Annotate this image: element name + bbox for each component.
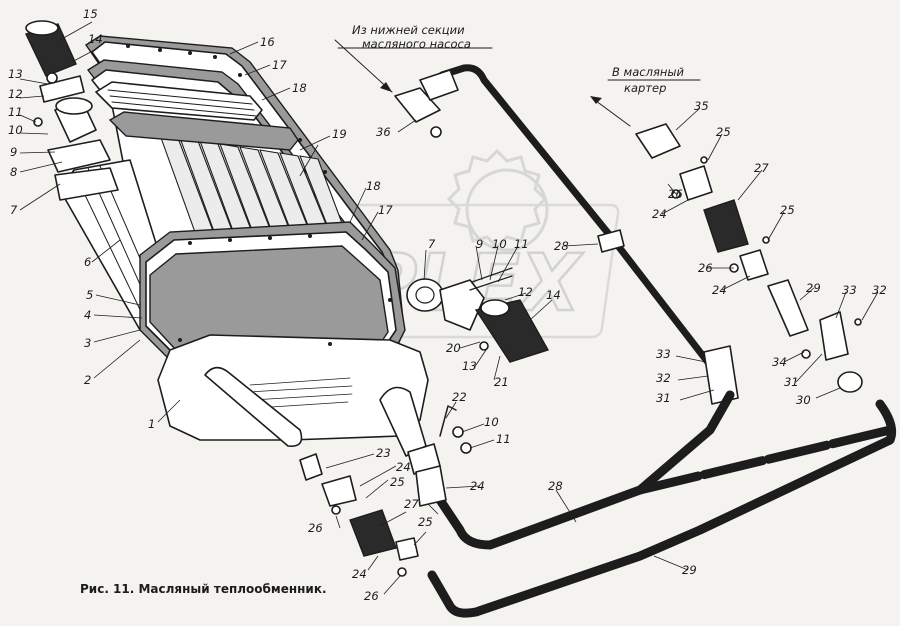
part-labels: 15 14 13 12 11 10 9 8 7 6 5 4 3 2 1 16 1… <box>8 7 887 603</box>
part-label: 24 <box>652 207 667 221</box>
part-label: 11 <box>8 105 23 119</box>
part-label: 11 <box>514 237 529 251</box>
part-label: 34 <box>772 355 787 369</box>
part-label: 29 <box>682 563 697 577</box>
part-label: 25 <box>418 515 433 529</box>
oil-supply-line <box>394 64 739 405</box>
part-label: 24 <box>712 283 727 297</box>
part-label: 14 <box>546 288 561 302</box>
part-label: 25 <box>390 475 405 489</box>
flow-arrows <box>334 39 701 127</box>
part-label: 26 <box>668 187 683 201</box>
part-label: 28 <box>554 239 569 253</box>
part-label: 12 <box>8 87 23 101</box>
part-label: 17 <box>378 203 393 217</box>
part-label: 16 <box>260 35 275 49</box>
part-label: 6 <box>84 255 91 269</box>
part-label: 27 <box>404 497 419 511</box>
part-label: 3 <box>84 336 91 350</box>
part-label: 24 <box>396 460 411 474</box>
return-line-fittings <box>635 123 863 393</box>
part-label: 31 <box>784 375 799 389</box>
part-label: 17 <box>272 58 287 72</box>
part-label: 13 <box>8 67 23 81</box>
part-label: 19 <box>332 127 347 141</box>
annotation-to-crankcase-line1: В масляный <box>612 65 684 79</box>
part-label: 27 <box>754 161 769 175</box>
part-label: 9 <box>10 145 17 159</box>
part-label: 4 <box>84 308 91 322</box>
part-label: 36 <box>376 125 391 139</box>
part-label: 26 <box>698 261 713 275</box>
part-label: 32 <box>656 371 671 385</box>
annotation-from-pump-line1: Из нижней секции <box>352 23 465 37</box>
part-label: 24 <box>352 567 367 581</box>
figure-caption: Рис. 11. Масляный теплообменник. <box>80 582 327 596</box>
lower-oil-lines <box>427 390 897 618</box>
part-label: 18 <box>366 179 381 193</box>
part-label: 21 <box>494 375 509 389</box>
annotation-from-pump-line2: масляного насоса <box>362 37 471 51</box>
part-label: 31 <box>656 391 671 405</box>
part-label: 11 <box>496 432 511 446</box>
part-label: 20 <box>446 341 461 355</box>
lower-fittings <box>299 386 472 577</box>
part-label: 9 <box>476 237 483 251</box>
part-label: 7 <box>10 203 18 217</box>
part-label: 2 <box>84 373 91 387</box>
part-label: 10 <box>8 123 23 137</box>
part-label: 7 <box>428 237 436 251</box>
part-label: 1 <box>148 417 155 431</box>
part-label: 28 <box>548 479 563 493</box>
part-label: 8 <box>10 165 17 179</box>
part-label: 26 <box>364 589 379 603</box>
part-label: 10 <box>492 237 507 251</box>
part-label: 30 <box>796 393 811 407</box>
part-label: 29 <box>806 281 821 295</box>
part-label: 23 <box>376 446 391 460</box>
annotation-to-crankcase-line2: картер <box>624 81 666 95</box>
part-label: 5 <box>86 288 93 302</box>
outlet-pipe-assembly <box>406 267 550 363</box>
part-label: 25 <box>716 125 731 139</box>
leader-lines <box>19 21 879 595</box>
part-label: 33 <box>656 347 671 361</box>
part-label: 13 <box>462 359 477 373</box>
part-label: 18 <box>292 81 307 95</box>
part-label: 12 <box>518 285 533 299</box>
part-label: 24 <box>470 479 485 493</box>
part-label: 35 <box>694 99 709 113</box>
part-label: 26 <box>308 521 323 535</box>
part-label: 15 <box>83 7 98 21</box>
part-label: 25 <box>780 203 795 217</box>
part-label: 14 <box>88 32 103 46</box>
part-label: 22 <box>452 390 467 404</box>
heat-exchanger-body <box>25 20 429 447</box>
part-label: 32 <box>872 283 887 297</box>
part-label: 10 <box>484 415 499 429</box>
flow-annotations: Из нижней секции масляного насоса В масл… <box>352 23 684 95</box>
part-label: 33 <box>842 283 857 297</box>
